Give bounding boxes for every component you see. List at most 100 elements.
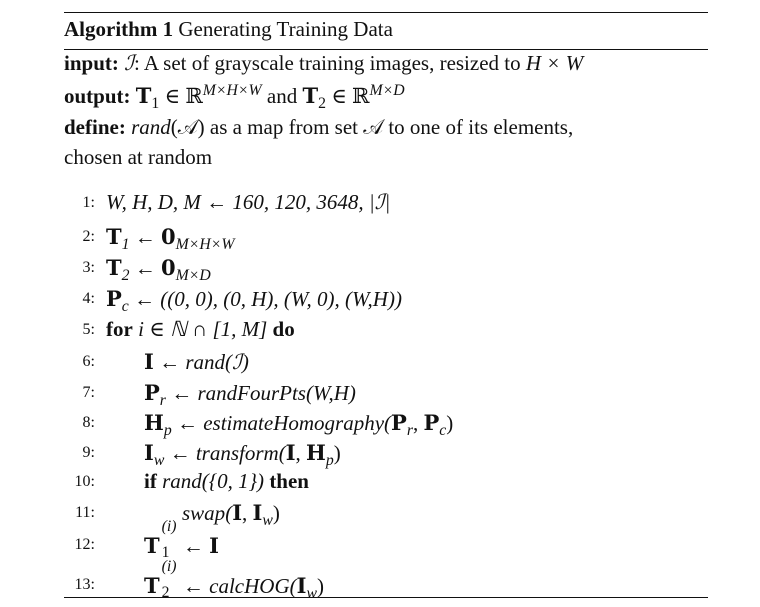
line-number: 10:	[74, 473, 95, 490]
assign: ← ((0, 0), (0, H), (W, 0), (W,H))	[128, 287, 402, 311]
separator: ,	[242, 501, 253, 525]
subscript: w	[262, 512, 273, 530]
line-code: T2 ← 0M×D	[106, 255, 211, 285]
symbol: W, H, D, M	[106, 190, 201, 214]
line-number: 6:	[82, 353, 95, 370]
line-number: 3:	[82, 259, 95, 276]
args: ({0, 1})	[201, 469, 270, 493]
subscript: w	[306, 585, 317, 603]
close-paren: )	[333, 441, 341, 465]
separator: ,	[295, 441, 307, 465]
args: (	[225, 501, 233, 525]
line-code: T(i)2 ← calcHOG(Iw)	[144, 558, 324, 603]
line-number: 13:	[74, 576, 95, 593]
input-desc: : A set of grayscale training images, re…	[133, 51, 526, 75]
close-paren: )	[316, 574, 324, 598]
assign: ←	[153, 350, 186, 374]
assign: ←	[164, 441, 196, 465]
line-number: 1:	[82, 194, 95, 211]
symbol: T	[144, 573, 160, 598]
args: (	[278, 441, 286, 465]
arg-symbol: I	[285, 440, 296, 465]
function-name: 0	[161, 255, 176, 280]
close-paren: )	[446, 411, 454, 435]
subscript: M×H×W	[175, 236, 235, 254]
function-name: 0	[161, 224, 176, 249]
arg-symbol: I	[252, 500, 263, 525]
subscript: 2	[161, 584, 170, 601]
line-code: swap(I, Iw)	[182, 500, 280, 530]
line-code: if rand({0, 1}) then	[144, 469, 309, 494]
line-code: T1 ← 0M×H×W	[106, 224, 235, 254]
args: (W,H)	[305, 381, 356, 405]
subscript: 1	[121, 236, 130, 254]
assign: ←	[129, 256, 162, 280]
keyword: for	[106, 317, 133, 341]
subscript: w	[153, 452, 165, 470]
input-keyword: input:	[64, 51, 119, 75]
keyword: do	[272, 317, 295, 341]
arg-symbol: P	[391, 410, 407, 435]
script-stack: (i)1	[160, 518, 178, 561]
output-sup1: M×H×W	[202, 82, 262, 99]
line-code: W, H, D, M ← 160, 120, 3648, |ℐ|	[106, 190, 390, 215]
algorithm-caption: Algorithm 1 Generating Training Data	[64, 17, 393, 42]
output-line: output: T1 ∈ ℝM×H×W and T2 ∈ ℝM×D	[64, 82, 405, 113]
line-code: T(i)1 ← I	[144, 518, 219, 561]
caption-rule	[64, 49, 708, 50]
symbol: P	[144, 380, 160, 405]
line-code: Pr ← randFourPts(W,H)	[144, 380, 356, 410]
function-name: transform	[195, 441, 279, 465]
arg-symbol: H	[306, 440, 326, 465]
arg-symbol: I	[296, 573, 307, 598]
function-name: calcHOG	[209, 574, 290, 598]
line-number: 2:	[82, 228, 95, 245]
line-number: 4:	[82, 290, 95, 307]
subscript: 2	[121, 267, 130, 285]
define-line: define: rand(𝒜) as a map from set 𝒜 to o…	[64, 115, 573, 140]
close-paren: )	[272, 501, 280, 525]
arg-symbol: I	[209, 533, 219, 558]
symbol: P	[106, 286, 122, 311]
output-t1-sub: 1	[151, 95, 160, 113]
input-set: ℐ	[124, 51, 134, 75]
subscript: c	[439, 422, 447, 440]
line-code: Iw ← transform(I, Hp)	[144, 440, 341, 470]
define-desc: (𝒜) as a map from set 𝒜 to one of its el…	[170, 115, 574, 139]
function-name: randFourPts	[197, 381, 306, 405]
subscript: p	[325, 452, 334, 470]
assign: ←	[177, 534, 210, 558]
line-number: 7:	[82, 384, 95, 401]
subscript: r	[159, 392, 166, 410]
output-and: and	[261, 84, 303, 108]
line-number: 11:	[75, 504, 95, 521]
output-in1: ∈ ℝ	[159, 84, 203, 108]
symbol: I	[144, 440, 154, 465]
subscript: M×D	[175, 267, 211, 285]
assign: ←	[165, 381, 198, 405]
subscript: 1	[161, 544, 170, 561]
output-t2-sub: 2	[318, 95, 327, 113]
line-number: 9:	[82, 444, 95, 461]
output-t2: T	[302, 83, 319, 108]
output-t1: T	[135, 83, 152, 108]
caption-title: Generating Training Data	[178, 17, 393, 41]
arg-symbol: P	[423, 410, 440, 435]
line-code: for i ∈ ℕ ∩ [1, M] do	[106, 317, 295, 342]
separator: ,	[412, 411, 424, 435]
args: (	[289, 574, 297, 598]
line-number: 8:	[82, 414, 95, 431]
keyword: then	[269, 469, 309, 493]
subscript: c	[121, 298, 129, 316]
define-desc-2: chosen at random	[64, 145, 213, 169]
line-code: Pc ← ((0, 0), (0, H), (W, 0), (W,H))	[106, 286, 402, 316]
symbol: T	[144, 533, 160, 558]
args: (	[384, 411, 392, 435]
keyword: if	[144, 469, 157, 493]
caption-label: Algorithm 1	[64, 17, 174, 41]
line-number: 12:	[74, 536, 95, 553]
input-line: input: ℐ: A set of grayscale training im…	[64, 51, 583, 76]
arg-symbol: I	[232, 500, 243, 525]
symbol: T	[106, 255, 122, 280]
assign: ←	[171, 411, 204, 435]
